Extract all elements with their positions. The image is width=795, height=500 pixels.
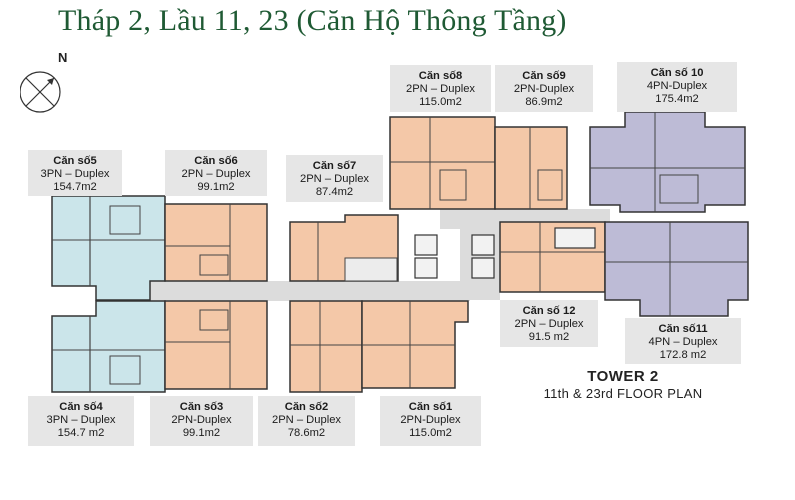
unit-3-plan	[164, 300, 268, 390]
unit-2-plan	[289, 300, 363, 393]
tower-subtitle: 11th & 23rd FLOOR PLAN	[543, 386, 703, 401]
page-title: Tháp 2, Lầu 11, 23 (Căn Hộ Thông Tầng)	[58, 4, 567, 37]
unit-1-plan	[361, 300, 469, 389]
north-arrow-icon: N	[20, 50, 67, 113]
north-label: N	[58, 50, 67, 65]
unit-5-plan	[51, 195, 166, 301]
core-elevators	[414, 227, 596, 279]
unit-4-plan	[51, 300, 166, 393]
unit-7-plan	[289, 214, 399, 282]
unit-9-plan	[494, 126, 568, 210]
unit-8-plan	[389, 116, 496, 210]
unit-10-plan	[589, 111, 746, 213]
tower-caption: TOWER 2 11th & 23rd FLOOR PLAN	[508, 368, 738, 402]
unit-6-plan	[164, 203, 268, 282]
unit-11-plan	[604, 221, 749, 317]
tower-name: TOWER 2	[587, 368, 659, 385]
